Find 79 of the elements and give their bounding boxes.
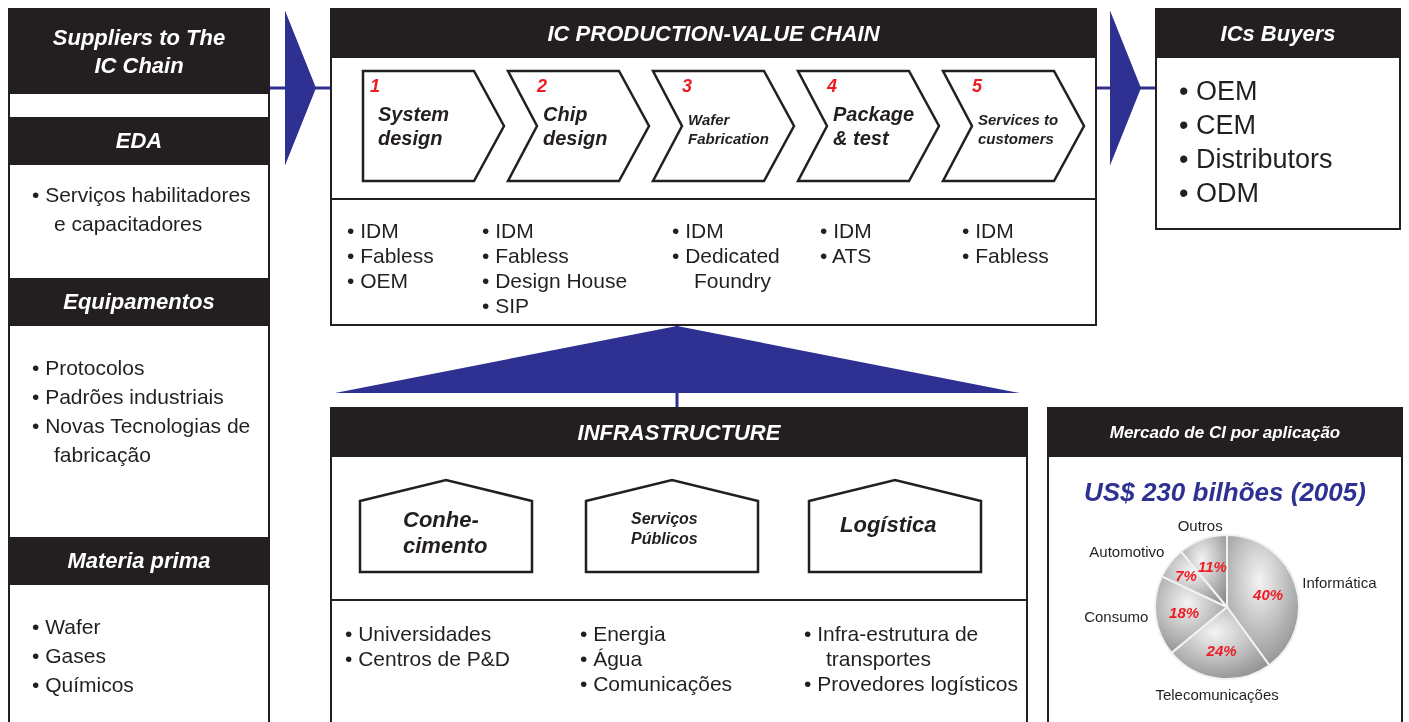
panel-title: INFRASTRUCTURE xyxy=(332,409,1026,457)
arrow xyxy=(1097,10,1155,166)
panel xyxy=(8,8,270,722)
house-shape xyxy=(808,479,982,573)
chevron-step xyxy=(797,70,940,182)
house-shape xyxy=(359,479,533,573)
list-item: • IDM xyxy=(482,218,535,243)
panel xyxy=(1047,407,1403,722)
category-label: Telecomunicações xyxy=(1155,685,1279,703)
list-item: • Distributors xyxy=(1179,143,1334,176)
list-item: • OEM xyxy=(347,268,410,293)
list-item: • Centros de P&D xyxy=(345,646,511,671)
panel xyxy=(330,407,1028,722)
list-item: • Universidades xyxy=(345,621,493,646)
step-label: Chip design xyxy=(543,102,609,150)
chevron-step xyxy=(362,70,505,182)
panel-title: Materia prima xyxy=(10,537,268,585)
data-label: 18% xyxy=(1169,604,1200,622)
list-item: • Comunicações xyxy=(580,671,734,696)
list-item: • Padrões industriais xyxy=(32,384,225,410)
step-label: Services to customers xyxy=(978,110,1060,148)
step-label: Wafer Fabrication xyxy=(688,110,770,148)
arrow xyxy=(270,10,330,166)
list-item: • Wafer xyxy=(32,614,102,640)
list-item: • Fabless xyxy=(962,243,1050,268)
panel-title: ICs Buyers xyxy=(1157,10,1399,58)
category-label: Informática xyxy=(1302,573,1377,591)
house-label: Conhe- cimento xyxy=(403,507,489,559)
list-item: • Provedores logísticos xyxy=(804,671,1019,696)
list-item: • Novas Tecnologias de fabricação xyxy=(32,413,252,468)
category-label: Consumo xyxy=(1084,607,1149,625)
list-item: • Design House xyxy=(482,268,629,293)
chevron-step xyxy=(507,70,650,182)
list-item: • Serviços habilitadores e capacitadores xyxy=(32,182,252,237)
category-label: Automotivo xyxy=(1089,542,1165,560)
list-item: • IDM xyxy=(962,218,1015,243)
step-number: 3 xyxy=(682,76,692,97)
list-item: • OEM xyxy=(1179,75,1259,108)
panel-title: EDA xyxy=(10,117,268,165)
list-item: • Fabless xyxy=(347,243,435,268)
list-item: • ATS xyxy=(820,243,873,268)
chevron-step xyxy=(942,70,1085,182)
step-number: 1 xyxy=(370,76,380,97)
list-item: • IDM xyxy=(672,218,725,243)
list-item: • IDM xyxy=(820,218,873,243)
list-item: • Energia xyxy=(580,621,667,646)
step-label: Package & test xyxy=(833,102,916,150)
panel-title: Equipamentos xyxy=(10,278,268,326)
data-label: 7% xyxy=(1175,567,1197,585)
list-item: • IDM xyxy=(347,218,400,243)
panel-title: IC PRODUCTION-VALUE CHAIN xyxy=(332,10,1095,58)
list-item: • ODM xyxy=(1179,177,1260,210)
panel xyxy=(330,8,1097,326)
house-label: Logística xyxy=(840,512,938,538)
data-label: 24% xyxy=(1206,641,1237,659)
list-item: • Gases xyxy=(32,643,107,669)
step-label: System design xyxy=(378,102,451,150)
chart-title: US$ 230 bilhões (2005) xyxy=(1084,477,1366,507)
list-item: • Infra-estrutura de transportes xyxy=(804,621,980,671)
panel xyxy=(1155,8,1401,230)
list-item: • Dedicated Foundry xyxy=(672,243,781,293)
list-item: • Água xyxy=(580,646,644,671)
list-item: • Protocolos xyxy=(32,355,146,381)
category-label: Outros xyxy=(1177,516,1223,534)
list-item: • CEM xyxy=(1179,109,1257,142)
data-label: 40% xyxy=(1253,585,1284,603)
chevron-step xyxy=(652,70,795,182)
house-label: Serviços Públicos xyxy=(631,509,699,549)
list-item: • SIP xyxy=(482,293,531,318)
step-number: 2 xyxy=(537,76,547,97)
list-item: • Fabless xyxy=(482,243,570,268)
panel-title: Suppliers to The IC Chain xyxy=(10,10,268,94)
step-number: 5 xyxy=(972,76,982,97)
list-item: • Químicos xyxy=(32,672,135,698)
arrow xyxy=(335,326,1019,407)
house-shape xyxy=(585,479,759,573)
panel-title: Mercado de CI por aplicação xyxy=(1049,409,1401,457)
data-label: 11% xyxy=(1197,558,1227,576)
step-number: 4 xyxy=(827,76,837,97)
